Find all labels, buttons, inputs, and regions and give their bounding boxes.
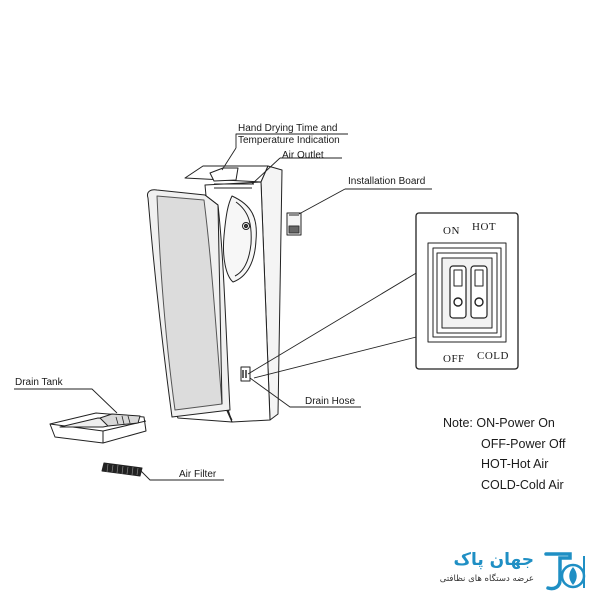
- power-switch-rocker: [449, 265, 467, 319]
- label-air-filter: Air Filter: [179, 469, 217, 480]
- label-air-outlet: Air Outlet: [282, 150, 324, 161]
- air-filter-part: [101, 462, 143, 477]
- note-item-hot-air: HOT-Hot Air: [481, 457, 549, 471]
- switch-label-cold: COLD: [477, 350, 509, 362]
- switch-note: Note: ON-Power On OFF-Power Off HOT-Hot …: [443, 413, 566, 495]
- dryer-front-cover: [147, 189, 231, 418]
- logo-subtitle: عرضه دستگاه های نظافتی: [439, 574, 534, 584]
- label-hand-drying-line2: Temperature Indication: [238, 135, 340, 146]
- logo-title: جهان پاک: [453, 550, 534, 570]
- label-drain-hose: Drain Hose: [305, 396, 355, 407]
- drain-tank-part: [49, 412, 147, 444]
- installation-board-part: [286, 212, 302, 236]
- note-item-power-on: ON-Power On: [476, 416, 555, 430]
- heat-switch-rocker: [470, 265, 488, 319]
- note-row-1: Note: ON-Power On: [443, 413, 566, 434]
- hand-dryer-logo-icon: [544, 552, 586, 591]
- callout-leaders: [14, 133, 432, 481]
- switch-label-on: ON: [443, 225, 460, 237]
- note-item-cold-air: COLD-Cold Air: [481, 477, 564, 492]
- switch-panel-callout: [247, 212, 519, 379]
- label-drain-tank: Drain Tank: [15, 377, 64, 388]
- brand-logo: جهان پاک عرضه دستگاه های نظافتی: [432, 550, 592, 592]
- label-hand-drying-line1: Hand Drying Time and: [238, 123, 338, 134]
- switch-label-off: OFF: [443, 353, 465, 365]
- note-item-power-off: OFF-Power Off: [481, 436, 566, 451]
- label-installation-board: Installation Board: [348, 176, 425, 187]
- switch-label-hot: HOT: [472, 221, 496, 233]
- note-title: Note:: [443, 416, 473, 430]
